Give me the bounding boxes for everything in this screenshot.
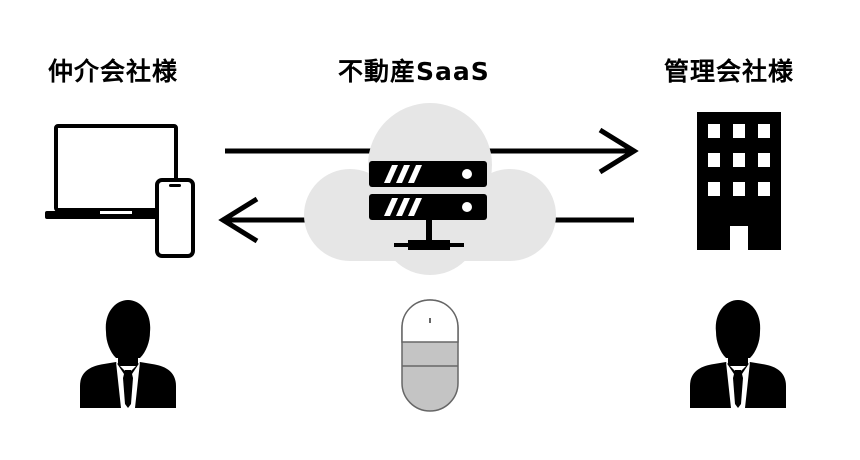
- pill-device-icon: [401, 299, 459, 412]
- manager-label: 管理会社様: [664, 57, 795, 86]
- cloud-server-icon: [304, 103, 556, 275]
- broker-label: 仲介会社様: [48, 57, 179, 86]
- manager-person-icon: [690, 300, 786, 408]
- broker-person-icon: [80, 300, 176, 408]
- saas-label: 不動産SaaS: [338, 57, 490, 86]
- office-building-icon: [697, 112, 781, 250]
- server-icon: [369, 161, 487, 250]
- laptop-icon: [45, 124, 185, 219]
- laptop-with-phone-icon: [45, 124, 195, 258]
- smartphone-icon: [155, 178, 195, 258]
